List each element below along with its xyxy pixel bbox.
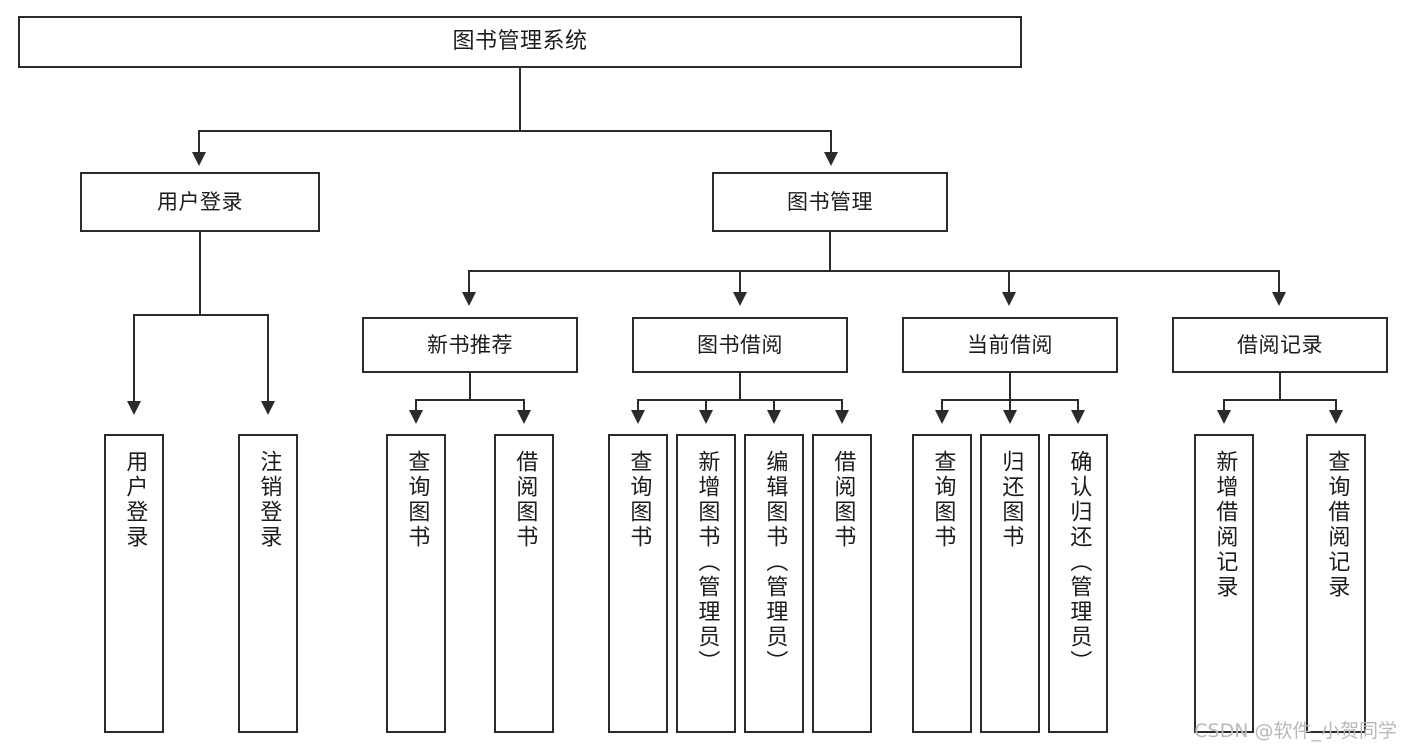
- connector-login-stem: [199, 232, 201, 316]
- leaf-current-return-book[interactable]: 归还图书: [980, 434, 1040, 733]
- leaf-record-add-record[interactable]: 新增借阅记录: [1194, 434, 1254, 733]
- node-label: 当前借阅: [967, 332, 1053, 357]
- connector-bookmgmt-stem: [829, 232, 831, 272]
- connector-borrow-to-leaf2: [705, 399, 707, 413]
- node-label: 查询图书: [404, 450, 430, 550]
- csdn-watermark: CSDN @软件_小贺同学: [1194, 720, 1397, 742]
- connector-bookmgmt-to-record: [1278, 270, 1280, 295]
- leaf-borrow-query-book[interactable]: 查询图书: [608, 434, 668, 733]
- arrowhead-root-to-bookmgmt: [824, 152, 838, 166]
- node-current-borrow[interactable]: 当前借阅: [902, 317, 1118, 373]
- connector-current-to-leaf3: [1077, 399, 1079, 413]
- arrowhead-current-to-leaf3: [1071, 410, 1085, 424]
- leaf-newbook-query-book[interactable]: 查询图书: [386, 434, 446, 733]
- connector-borrow-to-leaf3: [773, 399, 775, 413]
- node-label: 图书管理系统: [452, 29, 588, 55]
- arrowhead-record-to-leaf1: [1217, 410, 1231, 424]
- leaf-logout[interactable]: 注销登录: [238, 434, 298, 733]
- node-label: 注销登录: [256, 450, 282, 550]
- connector-bookmgmt-to-borrow: [739, 270, 741, 295]
- leaf-borrow-borrow-book[interactable]: 借阅图书: [812, 434, 872, 733]
- node-label: 新书推荐: [427, 332, 513, 357]
- arrowhead-current-to-leaf2: [1003, 410, 1017, 424]
- connector-login-to-leaf2: [267, 314, 269, 404]
- arrowhead-borrow-to-leaf2: [699, 410, 713, 424]
- node-borrow-record[interactable]: 借阅记录: [1172, 317, 1388, 373]
- node-label: 新增借阅记录: [1212, 450, 1238, 600]
- node-new-book-recommend[interactable]: 新书推荐: [362, 317, 578, 373]
- node-label: 借阅图书: [830, 450, 856, 550]
- connector-current-to-leaf2: [1009, 399, 1011, 413]
- connector-bookmgmt-bus: [468, 270, 1280, 272]
- node-label: 查询图书: [930, 450, 956, 550]
- connector-newbook-to-leaf2: [523, 399, 525, 413]
- leaf-newbook-borrow-book[interactable]: 借阅图书: [494, 434, 554, 733]
- leaf-borrow-edit-book-admin[interactable]: 编辑图书（管理员）: [744, 434, 804, 733]
- connector-record-to-leaf1: [1223, 399, 1225, 413]
- arrowhead-bookmgmt-to-record: [1272, 292, 1286, 306]
- connector-record-to-leaf2: [1335, 399, 1337, 413]
- connector-root-to-bookmgmt: [830, 130, 832, 155]
- node-label: 借阅图书: [512, 450, 538, 550]
- connector-root-bus: [198, 130, 832, 132]
- leaf-user-login[interactable]: 用户登录: [104, 434, 164, 733]
- connector-record-stem: [1279, 373, 1281, 401]
- connector-record-bus: [1223, 399, 1337, 401]
- node-label: 借阅记录: [1237, 332, 1323, 357]
- arrowhead-root-to-login: [192, 152, 206, 166]
- arrowhead-borrow-to-leaf1: [631, 410, 645, 424]
- node-label: 用户登录: [157, 189, 243, 214]
- connector-login-bus: [133, 314, 267, 316]
- node-label: 归还图书: [998, 450, 1024, 550]
- arrowhead-login-to-leaf2: [261, 401, 275, 415]
- arrowhead-bookmgmt-to-newbook: [462, 292, 476, 306]
- node-label: 查询借阅记录: [1324, 450, 1350, 600]
- node-label: 确认归还（管理员）: [1066, 450, 1092, 675]
- arrowhead-borrow-to-leaf3: [767, 410, 781, 424]
- connector-borrow-to-leaf4: [841, 399, 843, 413]
- connector-root-stem: [519, 68, 521, 131]
- node-label: 图书管理: [787, 189, 873, 214]
- node-label: 查询图书: [626, 450, 652, 550]
- connector-bookmgmt-to-newbook: [468, 270, 470, 295]
- leaf-record-query-record[interactable]: 查询借阅记录: [1306, 434, 1366, 733]
- connector-borrow-bus: [637, 399, 843, 401]
- connector-root-to-login: [198, 130, 200, 155]
- arrowhead-newbook-to-leaf2: [517, 410, 531, 424]
- arrowhead-borrow-to-leaf4: [835, 410, 849, 424]
- leaf-current-confirm-return-admin[interactable]: 确认归还（管理员）: [1048, 434, 1108, 733]
- node-label: 用户登录: [122, 450, 148, 550]
- node-user-login[interactable]: 用户登录: [80, 172, 320, 232]
- arrowhead-record-to-leaf2: [1329, 410, 1343, 424]
- connector-bookmgmt-to-current: [1008, 270, 1010, 295]
- connector-newbook-to-leaf1: [415, 399, 417, 413]
- connector-login-to-leaf1: [133, 314, 135, 404]
- node-label: 编辑图书（管理员）: [762, 450, 788, 675]
- connector-current-stem: [1009, 373, 1011, 401]
- node-label: 图书借阅: [697, 332, 783, 357]
- node-book-borrow[interactable]: 图书借阅: [632, 317, 848, 373]
- connector-newbook-stem: [469, 373, 471, 401]
- connector-borrow-to-leaf1: [637, 399, 639, 413]
- leaf-borrow-add-book-admin[interactable]: 新增图书（管理员）: [676, 434, 736, 733]
- connector-current-to-leaf1: [941, 399, 943, 413]
- node-root-system[interactable]: 图书管理系统: [18, 16, 1022, 68]
- connector-borrow-stem: [739, 373, 741, 401]
- connector-newbook-bus: [415, 399, 525, 401]
- node-label: 新增图书（管理员）: [694, 450, 720, 675]
- arrowhead-login-to-leaf1: [127, 401, 141, 415]
- arrowhead-bookmgmt-to-current: [1002, 292, 1016, 306]
- node-book-management[interactable]: 图书管理: [712, 172, 948, 232]
- leaf-current-query-book[interactable]: 查询图书: [912, 434, 972, 733]
- arrowhead-bookmgmt-to-borrow: [733, 292, 747, 306]
- arrowhead-current-to-leaf1: [935, 410, 949, 424]
- arrowhead-newbook-to-leaf1: [409, 410, 423, 424]
